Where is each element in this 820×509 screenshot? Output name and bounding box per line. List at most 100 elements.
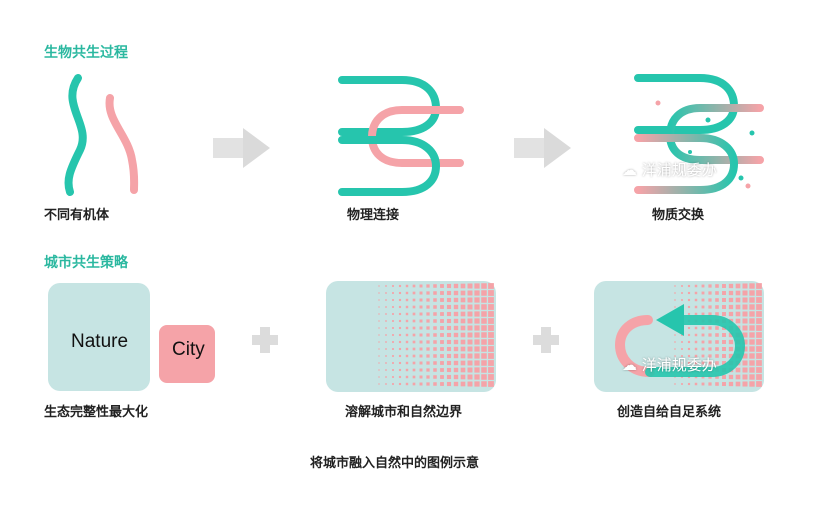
halftone-dot — [708, 382, 712, 386]
halftone-dot — [398, 347, 402, 351]
halftone-dot — [687, 361, 691, 365]
halftone-dot — [378, 320, 380, 322]
cycle-arrow-head — [656, 304, 684, 336]
halftone-dot — [453, 360, 459, 366]
halftone-dot — [426, 347, 430, 351]
halftone-dot — [488, 283, 494, 289]
halftone-dot — [398, 375, 402, 379]
halftone-dot — [708, 291, 712, 295]
halftone-dot — [735, 290, 741, 296]
halftone-dot — [481, 346, 487, 352]
halftone-dot — [440, 375, 444, 379]
halftone-dot — [433, 326, 437, 330]
halftone-dot — [488, 346, 494, 352]
dissolve-boundary-illustration — [326, 281, 496, 392]
halftone-dot — [674, 292, 676, 294]
halftone-dot — [728, 346, 734, 352]
halftone-dot — [694, 284, 698, 288]
halftone-dot — [701, 284, 705, 288]
halftone-dot — [453, 304, 459, 310]
halftone-dot — [674, 355, 676, 357]
halftone-dot — [446, 297, 452, 303]
halftone-dot — [756, 353, 762, 359]
halftone-dot — [756, 381, 762, 387]
halftone-dot — [694, 298, 698, 302]
halftone-dot — [467, 346, 473, 352]
physical-connection-illustration — [338, 76, 464, 196]
halftone-dot — [398, 319, 402, 323]
halftone-dot — [481, 304, 487, 310]
caption-ecological-integrity: 生态完整性最大化 — [44, 405, 149, 420]
halftone-dot — [426, 326, 430, 330]
halftone-dot — [687, 291, 691, 295]
halftone-dot — [446, 339, 452, 345]
halftone-dot — [378, 376, 380, 378]
halftone-dot — [681, 355, 683, 357]
halftone-dot — [385, 369, 387, 371]
halftone-dot — [398, 326, 402, 330]
halftone-dot — [412, 305, 416, 309]
halftone-dot — [440, 361, 444, 365]
halftone-dot — [433, 347, 437, 351]
halftone-dot — [474, 332, 480, 338]
halftone-dot — [728, 297, 734, 303]
halftone-dot — [742, 339, 748, 345]
halftone-dot — [419, 319, 423, 323]
halftone-dot — [433, 368, 437, 372]
halftone-dot — [433, 284, 437, 288]
halftone-dot — [715, 347, 719, 351]
halftone-dot — [378, 334, 380, 336]
halftone-dot — [412, 347, 416, 351]
halftone-dot — [488, 367, 494, 373]
city-label: City — [172, 339, 205, 360]
halftone-dot — [715, 382, 719, 386]
halftone-dot — [756, 304, 762, 310]
halftone-dot — [446, 374, 452, 380]
halftone-dot — [722, 375, 726, 379]
halftone-dot — [735, 367, 741, 373]
halftone-dot — [715, 305, 719, 309]
self-sufficient-system-illustration — [594, 281, 764, 392]
halftone-dot — [674, 341, 676, 343]
halftone-dot — [460, 360, 466, 366]
halftone-dot — [708, 298, 712, 302]
halftone-dot — [674, 334, 676, 336]
halftone-dot — [756, 318, 762, 324]
halftone-dot — [474, 346, 480, 352]
halftone-dot — [694, 291, 698, 295]
halftone-dot — [687, 333, 691, 337]
halftone-dot — [392, 327, 394, 329]
halftone-dot — [722, 326, 726, 330]
halftone-dot — [405, 340, 409, 344]
halftone-dot — [708, 354, 712, 358]
halftone-dot — [460, 304, 466, 310]
halftone-dot — [426, 354, 430, 358]
halftone-dot — [481, 290, 487, 296]
halftone-dot — [412, 326, 416, 330]
halftone-dot — [378, 355, 380, 357]
halftone-dot — [715, 284, 719, 288]
halftone-dot — [405, 298, 409, 302]
halftone-dot — [687, 340, 691, 344]
halftone-dot — [392, 376, 394, 378]
halftone-dot — [412, 312, 416, 316]
halftone-dot — [378, 313, 380, 315]
halftone-dot — [453, 290, 459, 296]
halftone-dot — [694, 347, 698, 351]
halftone-dot — [378, 306, 380, 308]
halftone-dot — [701, 291, 705, 295]
halftone-dot — [674, 348, 676, 350]
halftone-dot — [412, 298, 416, 302]
halftone-dot — [440, 284, 444, 288]
halftone-dot — [674, 285, 676, 287]
halftone-dot — [715, 340, 719, 344]
halftone-dot — [756, 297, 762, 303]
halftone-dot — [392, 369, 394, 371]
halftone-dot — [398, 354, 402, 358]
nature-label: Nature — [71, 331, 129, 352]
halftone-dot — [701, 354, 705, 358]
halftone-dot — [728, 290, 734, 296]
halftone-dot — [756, 311, 762, 317]
halftone-dot — [749, 311, 755, 317]
halftone-dot — [440, 382, 444, 386]
